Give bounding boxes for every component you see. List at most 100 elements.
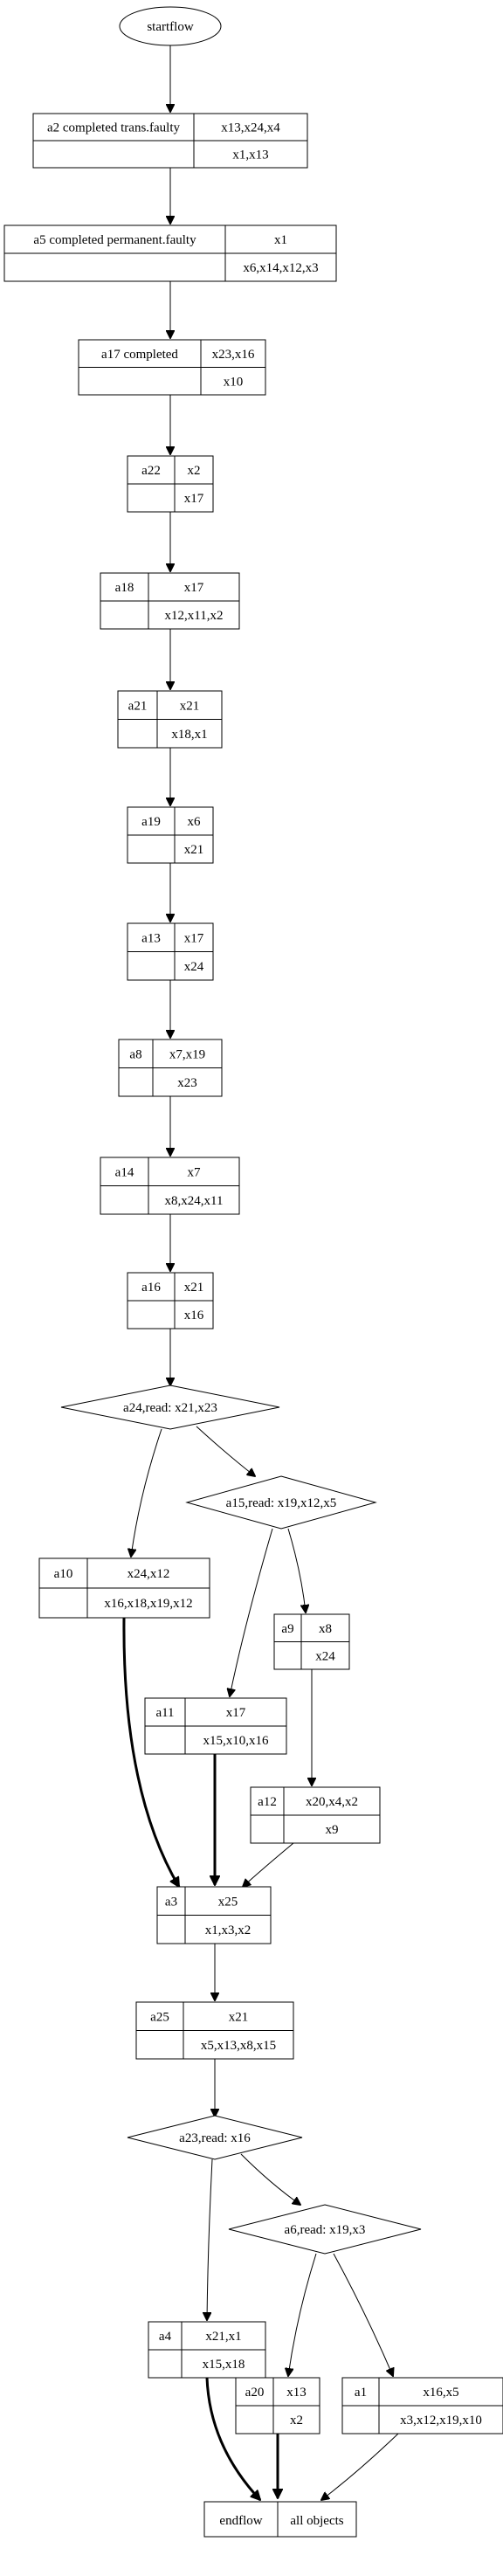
task-outputs: x23 [177,1076,197,1090]
task-name: a11 [155,1706,174,1720]
task-outputs: x2 [290,2414,303,2428]
edge-a23-a4 [207,2158,213,2320]
task-outputs: x5,x13,x8,x15 [201,2039,276,2053]
edge-a24-a15 [196,1426,255,1476]
task-name: a2 completed trans.faulty [47,121,181,135]
task-inputs: x6 [188,815,202,829]
task-node-a5: a5 completed permanent.faulty x1 x6,x14,x1… [3,224,337,282]
edge-a15-a11 [230,1528,273,1696]
edge-a15-a9 [287,1528,306,1613]
edge-a6-a1 [333,2253,393,2376]
task-outputs: x6,x14,x12,x3 [243,261,318,275]
edge-a24-a10 [131,1428,162,1557]
task-node-a10: a10 x24,x12 x16,x18,x19,x12 [38,1557,210,1619]
edges [122,45,399,2500]
task-name: a16 [141,1281,161,1295]
task-name: a9 [281,1622,293,1636]
task-name: a8 [129,1047,141,1061]
decision-label: a23,read: x16 [179,2131,251,2145]
task-node-a25: a25 x21 x5,x13,x8,x15 [135,2001,294,2060]
task-inputs: x1 [274,233,287,247]
end-objects: all objects [290,2514,343,2528]
task-name: a14 [115,1165,134,1179]
task-inputs: x23,x16 [212,348,255,362]
task-name: a19 [141,815,161,829]
task-outputs: x16,x18,x19,x12 [104,1597,192,1611]
task-outputs: x15,x10,x16 [203,1734,270,1748]
decision-node-a15: a15,read: x19,x12,x5 [185,1475,377,1530]
task-inputs: x21 [180,699,200,713]
decision-label: a24,read: x21,x23 [123,1401,217,1415]
task-node-a20: a20 x13 x2 [235,2377,320,2434]
task-inputs: x7 [188,1165,202,1179]
task-inputs: x20,x4,x2 [306,1795,358,1809]
task-outputs: x21 [184,843,204,857]
task-outputs: x18,x1 [171,728,207,742]
decision-node-a23: a23,read: x16 [127,2115,303,2160]
task-node-a4: a4 x21,x1 x15,x18 [148,2321,266,2379]
task-outputs: x24 [184,960,204,974]
task-inputs: x17 [184,931,204,945]
decision-node-a24: a24,read: x21,x23 [60,1385,280,1430]
task-outputs: x16 [184,1309,204,1323]
task-name: a17 completed [101,348,178,362]
task-name: a21 [128,699,148,713]
decision-diamond [127,2115,303,2160]
task-node-a13: a13 x17 x24 [127,922,214,981]
task-name: a3 [165,1895,177,1909]
task-inputs: x21 [229,2010,249,2024]
task-outputs: x8,x24,x11 [165,1194,224,1208]
task-name: a20 [245,2386,265,2400]
task-name: a5 completed permanent.faulty [33,233,196,247]
task-outputs: x3,x12,x19,x10 [400,2414,482,2428]
task-inputs: x8 [319,1622,332,1636]
task-node-a16: a16 x21 x16 [127,1272,214,1329]
task-outputs: x15,x18 [203,2358,245,2372]
task-node-a9: a9 x8 x24 [273,1613,350,1670]
task-name: a4 [159,2330,172,2344]
task-name: a12 [258,1795,277,1809]
task-inputs: x13 [286,2386,307,2400]
task-name: a13 [141,931,161,945]
task-name: a25 [150,2010,169,2024]
task-node-a21: a21 x21 x18,x1 [117,690,223,749]
end-label: endflow [219,2514,262,2528]
decision-diamond [228,2204,422,2255]
decision-label: a15,read: x19,x12,x5 [226,1496,337,1510]
task-name: a1 [355,2386,367,2400]
decision-diamond [60,1385,280,1430]
end-node: endflow all objects [203,2501,357,2538]
decision-nodes: a24,read: x21,x23 a15,read: x19,x12,x5 a23… [60,1385,422,2255]
task-node-a14: a14 x7 x8,x24,x11 [100,1157,240,1215]
task-inputs: x17 [184,581,204,595]
task-inputs: x21 [184,1281,204,1295]
task-inputs: x7,x19 [169,1047,205,1061]
task-name: a22 [141,464,161,478]
edge-a23-a6 [240,2153,300,2205]
task-node-a1: a1 x16,x5 x3,x12,x19,x10 [341,2377,503,2434]
task-node-a8: a8 x7,x19 x23 [118,1039,223,1097]
task-node-a19: a19 x6 x21 [127,806,214,864]
edge-a1-end [321,2433,399,2500]
task-inputs: x13,x24,x4 [221,121,280,135]
task-inputs: x25 [218,1895,238,1909]
task-outputs: x24 [315,1649,335,1663]
start-label: startflow [147,20,193,34]
decision-diamond [185,1475,377,1530]
task-inputs: x24,x12 [127,1567,170,1581]
task-inputs: x2 [188,464,201,478]
task-inputs: x16,x5 [423,2386,458,2400]
task-name: a10 [54,1567,73,1581]
task-inputs: x21,x1 [205,2330,241,2344]
decision-label: a6,read: x19,x3 [285,2223,366,2237]
edge-a12-a3 [243,1842,294,1887]
edge-a6-a20 [288,2253,317,2376]
